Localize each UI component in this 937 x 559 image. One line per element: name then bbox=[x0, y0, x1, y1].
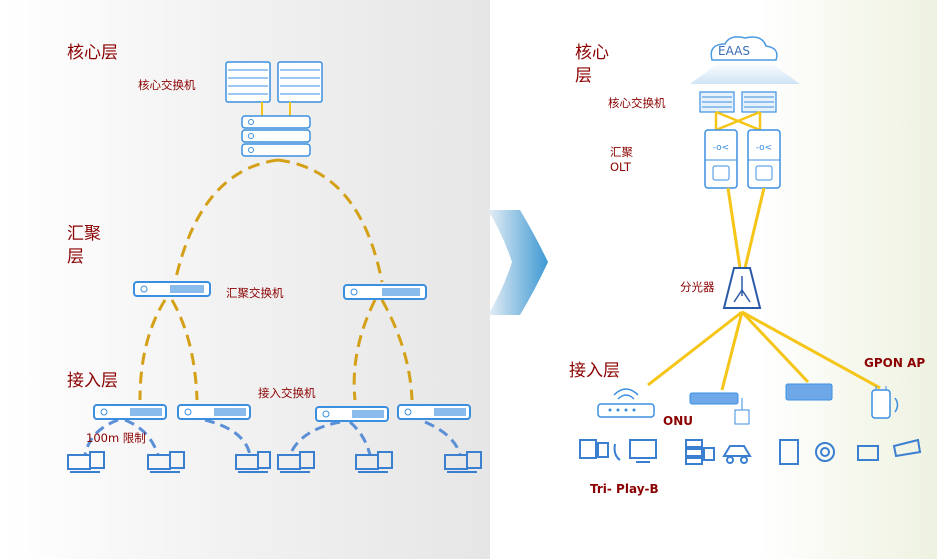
agg-left-to-access-2 bbox=[170, 299, 199, 401]
gear-icon bbox=[815, 442, 835, 462]
splitter-icon bbox=[722, 267, 762, 309]
left-access-layer-title: 接入层 bbox=[67, 371, 118, 391]
left-access-links bbox=[83, 418, 462, 456]
pc-icon bbox=[355, 451, 393, 473]
pc-icon bbox=[147, 451, 185, 473]
pc-icon bbox=[235, 451, 271, 473]
splitter-onu-links bbox=[647, 310, 881, 391]
access-1-to-pc-b bbox=[124, 418, 160, 456]
server-icon bbox=[685, 439, 703, 465]
right-core-switch-label: 核心交换机 bbox=[608, 96, 666, 110]
eaas-cloud-icon bbox=[690, 36, 800, 84]
tv-icon bbox=[629, 439, 657, 463]
access-4-to-pc-f bbox=[424, 420, 462, 456]
core-to-agg-link-left bbox=[173, 158, 279, 283]
pc-icon bbox=[444, 451, 482, 473]
car-icon bbox=[722, 445, 752, 464]
access-3-to-pc-d bbox=[288, 420, 341, 456]
olt-device-2: -o< bbox=[747, 129, 781, 189]
agg-left-to-access-1 bbox=[138, 299, 167, 401]
left-core-layer-title: 核心层 bbox=[67, 43, 118, 63]
left-core-switch-label: 核心交换机 bbox=[138, 78, 196, 92]
access-1-to-pc-a bbox=[83, 418, 119, 456]
onu-label: ONU bbox=[663, 414, 693, 428]
left-core-server-2 bbox=[277, 61, 323, 103]
olt-splitter-links bbox=[726, 187, 766, 269]
left-endpoints bbox=[67, 451, 482, 473]
transition-arrow-icon bbox=[488, 210, 548, 315]
pc-icon bbox=[277, 451, 315, 473]
sensor-icon bbox=[857, 445, 879, 461]
pc-icon bbox=[67, 451, 105, 473]
olt-label: 汇聚 OLT bbox=[610, 145, 633, 174]
onu-switch-icon bbox=[689, 392, 750, 425]
core-to-agg-link-right bbox=[277, 158, 384, 283]
pc-icon bbox=[579, 439, 609, 459]
access-2-to-pc-c bbox=[204, 418, 252, 456]
agg-right-to-access-3 bbox=[352, 299, 377, 401]
left-agg-switch-1 bbox=[133, 281, 211, 297]
triplay-label: Tri- Play-B bbox=[590, 482, 659, 496]
splitter-label: 分光器 bbox=[680, 280, 715, 294]
gpon-ap-icon bbox=[871, 386, 899, 419]
phone-icon bbox=[613, 443, 621, 461]
svg-text:-o<: -o< bbox=[756, 143, 772, 153]
svg-text:-o<: -o< bbox=[713, 143, 729, 153]
right-core-switch-2 bbox=[741, 91, 777, 113]
left-access-switch-2 bbox=[177, 404, 251, 420]
left-core-server-1 bbox=[225, 61, 271, 103]
core-olt-links bbox=[714, 110, 762, 132]
camera-icon bbox=[703, 447, 715, 461]
left-access-switch-3 bbox=[315, 406, 389, 422]
left-access-switch-4 bbox=[397, 404, 471, 420]
gpon-ap-label: GPON AP bbox=[864, 356, 926, 370]
right-endpoints bbox=[579, 438, 922, 465]
building-icon bbox=[779, 439, 799, 465]
left-agg-layer-title: 汇聚 层 bbox=[67, 224, 101, 267]
agg-right-to-access-4 bbox=[380, 299, 414, 401]
left-agg-switch-2 bbox=[343, 284, 427, 300]
cctv-icon bbox=[892, 438, 922, 458]
eaas-label: EAAS bbox=[718, 44, 750, 58]
olt-device-1: -o< bbox=[704, 129, 738, 189]
access-3-to-pc-e bbox=[349, 420, 372, 456]
right-core-layer-title: 核心 层 bbox=[575, 43, 609, 86]
onu-rack-switch-icon bbox=[785, 383, 833, 401]
right-core-switch-1 bbox=[699, 91, 735, 113]
left-core-switch-stack bbox=[241, 115, 311, 157]
onu-router-icon bbox=[597, 388, 655, 418]
left-links bbox=[138, 158, 414, 401]
distance-limit-label: 100m 限制 bbox=[86, 431, 146, 445]
right-access-layer-title: 接入层 bbox=[569, 361, 620, 381]
left-access-switch-1 bbox=[93, 404, 167, 420]
left-access-switch-label: 接入交换机 bbox=[258, 386, 316, 400]
left-agg-switch-label: 汇聚交换机 bbox=[226, 286, 284, 300]
